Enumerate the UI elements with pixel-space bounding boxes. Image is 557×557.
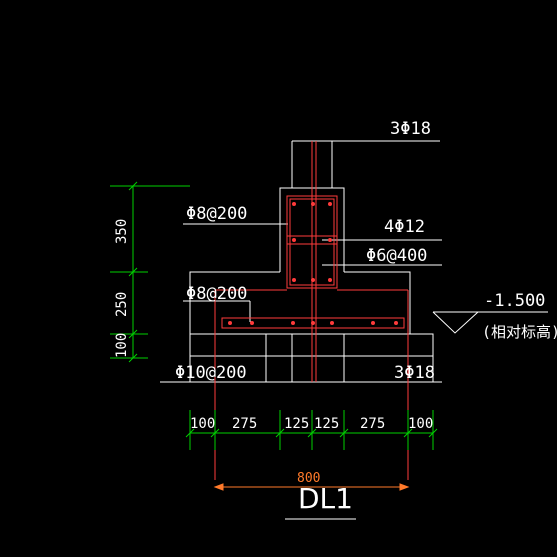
- dim-vertical-100: 100: [114, 333, 130, 358]
- vertical-dimension-chain: [110, 181, 190, 363]
- label-column-rebar: 3Φ18: [390, 119, 431, 139]
- horizontal-dimension-chain: [185, 410, 438, 450]
- drawing-title: DL1: [298, 482, 353, 515]
- dim-horizontal-275-left: 275: [232, 416, 257, 432]
- dim-horizontal-125-left: 125: [284, 416, 309, 432]
- dim-vertical-250: 250: [114, 292, 130, 317]
- overall-dimension: [213, 483, 410, 491]
- dim-horizontal-125-right: 125: [314, 416, 339, 432]
- concrete-outline: [160, 140, 478, 383]
- dim-horizontal-100-right: 100: [408, 416, 433, 432]
- elevation-marker-icon: [432, 311, 548, 334]
- label-side-rebar: 4Φ12: [384, 217, 425, 237]
- label-base-rebar: Φ10@200: [175, 363, 247, 383]
- label-bottom-rebar: 3Φ18: [394, 363, 435, 383]
- rebar-dots: [228, 202, 398, 325]
- label-elevation: -1.500: [484, 291, 545, 311]
- dim-vertical-350: 350: [114, 219, 130, 244]
- label-tie: Φ6@400: [366, 246, 427, 266]
- label-elevation-note: (相对标高): [482, 323, 557, 341]
- dim-horizontal-275-right: 275: [360, 416, 385, 432]
- label-stirrup-lower: Φ8@200: [186, 284, 247, 304]
- dim-overall-800: 800: [297, 471, 320, 486]
- label-stirrup-upper: Φ8@200: [186, 204, 247, 224]
- dim-horizontal-100-left: 100: [190, 416, 215, 432]
